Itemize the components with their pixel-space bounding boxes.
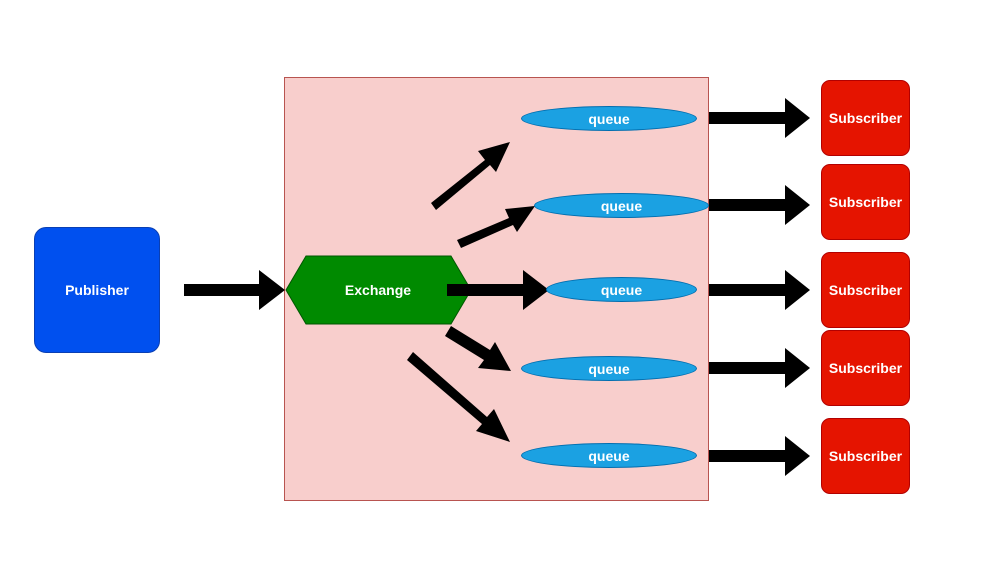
subscriber-2[interactable]: Subscriber xyxy=(821,164,910,240)
subscriber-label: Subscriber xyxy=(828,282,903,298)
queue-label: queue xyxy=(600,281,643,298)
arrow-exchange-queue-1 xyxy=(431,142,510,210)
arrow-exchange-queue-3 xyxy=(447,270,549,310)
exchange-node[interactable] xyxy=(285,255,472,325)
arrows xyxy=(184,98,810,476)
arrow-queue-2-subscriber-2 xyxy=(709,185,810,225)
queue-4[interactable]: queue xyxy=(521,356,697,381)
subscriber-label: Subscriber xyxy=(828,360,903,376)
arrow-queue-5-subscriber-5 xyxy=(709,436,810,476)
subscriber-label: Subscriber xyxy=(828,194,903,210)
subscriber-3[interactable]: Subscriber xyxy=(821,252,910,328)
queue-label: queue xyxy=(588,447,630,464)
arrow-exchange-queue-5 xyxy=(407,352,510,442)
publisher-label: Publisher xyxy=(65,282,129,298)
arrow-exchange-queue-2 xyxy=(457,206,535,248)
subscriber-4[interactable]: Subscriber xyxy=(821,330,910,406)
queue-5[interactable]: queue xyxy=(521,443,697,468)
queue-label: queue xyxy=(600,197,643,214)
subscriber-label: Subscriber xyxy=(828,448,903,464)
arrow-publisher-exchange xyxy=(184,270,285,310)
arrow-queue-4-subscriber-4 xyxy=(709,348,810,388)
arrow-queue-1-subscriber-1 xyxy=(709,98,810,138)
subscriber-label: Subscriber xyxy=(828,110,903,126)
arrow-queue-3-subscriber-3 xyxy=(709,270,810,310)
publisher-node[interactable]: Publisher xyxy=(34,227,160,353)
queue-label: queue xyxy=(588,110,630,127)
subscriber-5[interactable]: Subscriber xyxy=(821,418,910,494)
subscriber-1[interactable]: Subscriber xyxy=(821,80,910,156)
queue-2[interactable]: queue xyxy=(534,193,709,218)
queue-1[interactable]: queue xyxy=(521,106,697,131)
queue-3[interactable]: queue xyxy=(546,277,697,302)
queue-label: queue xyxy=(588,360,630,377)
exchange-label: Exchange xyxy=(344,282,412,298)
arrow-exchange-queue-4 xyxy=(445,326,511,371)
